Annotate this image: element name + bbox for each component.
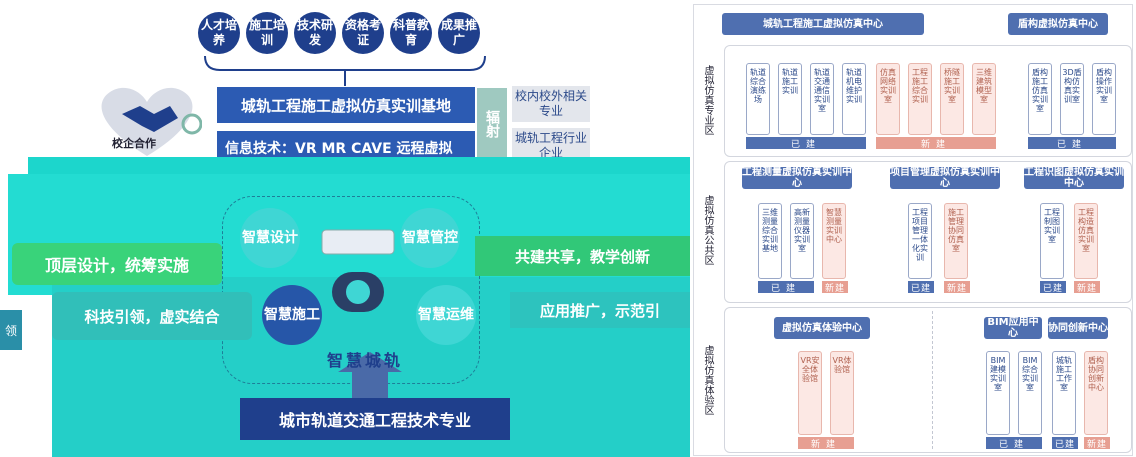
status-done: 已建: [746, 137, 866, 150]
hdr-drawing-center: 工程识图虚拟仿真实训中心: [1024, 167, 1124, 189]
radiate-label: 辐射: [477, 88, 507, 160]
pill-co-build: 共建共享，教学创新: [475, 236, 690, 276]
status-new: 新建: [1074, 281, 1100, 294]
info-tech-bar: 信息技术：VR MR CAVE 远程虚拟: [217, 131, 475, 165]
status-done: 已建: [1028, 137, 1116, 150]
metro-illustration: [321, 229, 395, 312]
handshake-heart-icon: [101, 87, 202, 156]
hdr-metro-sim-center: 城轨工程施工虚拟仿真中心: [722, 13, 924, 35]
card: 盾构操作实训室: [1092, 63, 1116, 135]
bubble-promotion: 成果推广: [438, 12, 480, 54]
status-new: 新建: [876, 137, 996, 150]
hdr-innovation-center: 协同创新中心: [1048, 317, 1108, 339]
card: 盾构施工仿真实训室: [1028, 63, 1052, 135]
card: 三维建筑模型室: [972, 63, 996, 135]
up-arrow-icon: [338, 352, 402, 372]
card: 工程施工综合实训: [908, 63, 932, 135]
smart-metro-frame: [222, 196, 480, 384]
card: 智慧测量实训中心: [822, 203, 846, 279]
section-label-experience: 虚拟仿真体验区: [702, 345, 713, 415]
status-done: 已建: [1052, 437, 1078, 450]
circle-smart-maintenance: 智慧运维: [416, 285, 476, 345]
hdr-experience-center: 虚拟仿真体验中心: [774, 317, 870, 339]
major-bar: 城市轨道交通工程技术专业: [240, 398, 510, 440]
card: 轨道综合演练场: [746, 63, 770, 135]
status-new: 新建: [944, 281, 970, 294]
section-label-professional: 虚拟仿真专业区: [702, 65, 713, 135]
bubble-education: 科普教育: [390, 12, 432, 54]
hdr-bim-center: BIM应用中心: [984, 317, 1042, 339]
card: 盾构协同创新中心: [1084, 351, 1108, 435]
status-done: 已建: [758, 281, 814, 294]
card: 轨道施工实训: [778, 63, 802, 135]
card: 仿真网络实训室: [876, 63, 900, 135]
card: 工程项目管理一体化实训: [908, 203, 932, 279]
card: 施工管理协同仿真室: [944, 203, 968, 279]
left-diagram: 人才培养 施工培训 技术研发 资格考证 科普教育 成果推广 校企合作 城轨工程施…: [0, 12, 690, 457]
pill-promotion: 应用推广，示范引: [510, 292, 690, 328]
up-arrow-shaft: [352, 370, 388, 400]
hdr-survey-center: 工程测量虚拟仿真实训中心: [742, 167, 852, 189]
card: 工程构造仿真实训室: [1074, 203, 1098, 279]
bubble-talent: 人才培养: [198, 12, 240, 54]
right-diagram: 城轨工程施工虚拟仿真中心 盾构虚拟仿真中心 虚拟仿真专业区 轨道综合演练场 轨道…: [693, 4, 1133, 456]
status-new: 新建: [1084, 437, 1110, 450]
connector-bracket: [204, 55, 486, 86]
hdr-project-center: 项目管理虚拟仿真实训中心: [890, 167, 1000, 189]
pill-tech-lead: 科技引领，虚实结合: [52, 292, 252, 340]
status-new: 新建: [822, 281, 848, 294]
bubble-construction-training: 施工培训: [246, 12, 288, 54]
edge-fragment: 领: [0, 310, 22, 350]
card: 轨道机电维护实训: [842, 63, 866, 135]
circle-smart-control: 智慧管控: [400, 208, 460, 268]
status-done: 已建: [908, 281, 934, 294]
section-public: [724, 161, 1132, 303]
main-base-bar: 城轨工程施工虚拟仿真实训基地: [217, 87, 475, 123]
section-professional: [724, 45, 1132, 157]
bubble-rnd: 技术研发: [294, 12, 336, 54]
card: VR体验馆: [830, 351, 854, 435]
card: 3D盾构仿真实训室: [1060, 63, 1084, 135]
status-done: 已建: [986, 437, 1042, 450]
status-new: 新建: [798, 437, 854, 450]
section-divider: [932, 311, 933, 449]
card: 桥隧施工实训室: [940, 63, 964, 135]
pill-top-design: 顶层设计，统筹实施: [12, 243, 222, 285]
card: 高新测量仪器实训室: [790, 203, 814, 279]
section-label-public: 虚拟仿真公共区: [702, 195, 713, 265]
card: 三维测量综合实训基地: [758, 203, 782, 279]
circle-smart-construction: 智慧施工: [262, 285, 322, 345]
card: 工程制图实训室: [1040, 203, 1064, 279]
section-experience: [724, 307, 1132, 453]
card: VR安全体验馆: [798, 351, 822, 435]
circle-smart-design: 智慧设计: [240, 208, 300, 268]
card: 城轨施工工作室: [1052, 351, 1076, 435]
smart-metro-title: 智慧城轨: [326, 351, 403, 370]
card: BIM建模实训室: [986, 351, 1010, 435]
school-majors-box: 校内校外相关专业: [512, 86, 590, 122]
card: 轨道交通通信实训室: [810, 63, 834, 135]
school-enterprise-label: 校企合作: [112, 137, 156, 150]
status-done: 已建: [1040, 281, 1066, 294]
card: BIM综合实训室: [1018, 351, 1042, 435]
hdr-shield-sim-center: 盾构虚拟仿真中心: [1008, 13, 1108, 35]
bubble-certification: 资格考证: [342, 12, 384, 54]
